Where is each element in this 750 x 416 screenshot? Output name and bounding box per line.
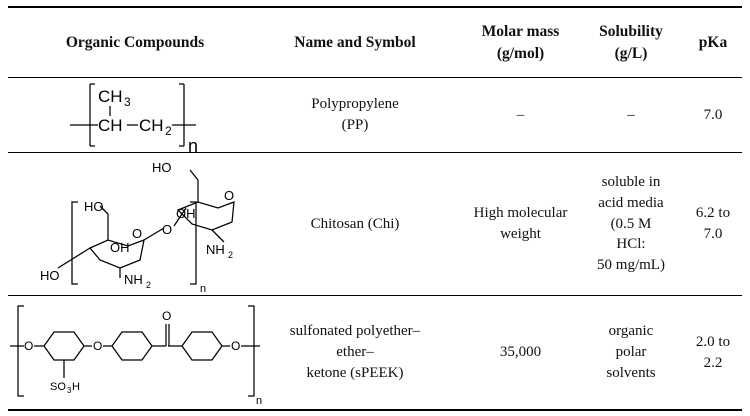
- pka-speek: 2.0 to 2.2: [695, 333, 731, 371]
- ring-o-left-label: O: [132, 226, 142, 241]
- bottom-rule: [8, 409, 742, 411]
- nh2-right-subscript: 2: [228, 250, 233, 260]
- solubility-pp: –: [627, 106, 635, 123]
- nh2-right-label: NH: [206, 242, 225, 257]
- header-molar-mass: Molar mass (g/mol): [481, 23, 560, 62]
- oh-right-ring-label: OH: [176, 206, 196, 221]
- pka-chi: 6.2 to 7.0: [695, 205, 731, 242]
- carbonyl-o-label: O: [162, 309, 171, 323]
- so3h-label: SO: [50, 381, 66, 393]
- so3h-h-label: H: [72, 381, 80, 393]
- ring-o-right-label: O: [224, 188, 234, 203]
- header-organic-compounds: Organic Compounds: [65, 33, 205, 51]
- row-rule-2: [8, 295, 742, 296]
- ch2-label: CH: [139, 116, 164, 135]
- ho-top-label: HO: [152, 160, 172, 175]
- pka-pp: 7.0: [703, 106, 723, 123]
- solubility-speek: organic polar solvents: [606, 323, 656, 381]
- oh-left-ring-label: OH: [110, 240, 130, 255]
- ho-left-label: HO: [84, 199, 104, 214]
- header-solubility: Solubility (g/L): [599, 23, 663, 62]
- molar-mass-pp: –: [516, 106, 525, 123]
- nh2-left-label: NH: [124, 272, 143, 287]
- so3h-subscript: 3: [67, 386, 72, 395]
- header-pka: pKa: [698, 33, 728, 51]
- solubility-chi: soluble in acid media (0.5 M HCl: 50 mg/…: [597, 174, 665, 274]
- speek-n-label: n: [256, 395, 262, 407]
- molar-mass-chi: High molecular weight: [473, 205, 568, 242]
- top-rule: [8, 6, 742, 8]
- ether-o3-label: O: [231, 339, 240, 353]
- ether-o2-label: O: [93, 339, 102, 353]
- name-chitosan: Chitosan (Chi): [310, 215, 400, 232]
- polypropylene-structure-icon: CH 3 CH CH 2 n: [70, 83, 198, 156]
- row-rule-1: [8, 152, 742, 153]
- header-rule: [8, 77, 742, 78]
- ether-o1-label: O: [24, 339, 33, 353]
- ch3-subscript: 3: [124, 95, 131, 109]
- chitosan-structure-icon: n HO HO OH O NH 2 O HO OH O NH 2: [40, 160, 235, 295]
- ch2-subscript: 2: [165, 124, 172, 138]
- molar-mass-speek: 35,000: [499, 344, 542, 361]
- header-name-and-symbol: Name and Symbol: [294, 33, 416, 51]
- speek-structure-icon: n O SO 3 H O O O: [10, 305, 262, 407]
- ch-label: CH: [98, 116, 123, 135]
- bridge-o-label: O: [162, 222, 172, 237]
- chitosan-n-label: n: [200, 283, 206, 295]
- repeat-n-label: n: [188, 136, 198, 156]
- nh2-left-subscript: 2: [146, 280, 151, 290]
- name-polypropylene: Polypropylene (PP): [311, 96, 399, 133]
- ch3-label: CH: [98, 87, 123, 106]
- name-speek: sulfonated polyether– ether– ketone (sPE…: [289, 323, 421, 381]
- ho-bottom-label: HO: [40, 268, 60, 283]
